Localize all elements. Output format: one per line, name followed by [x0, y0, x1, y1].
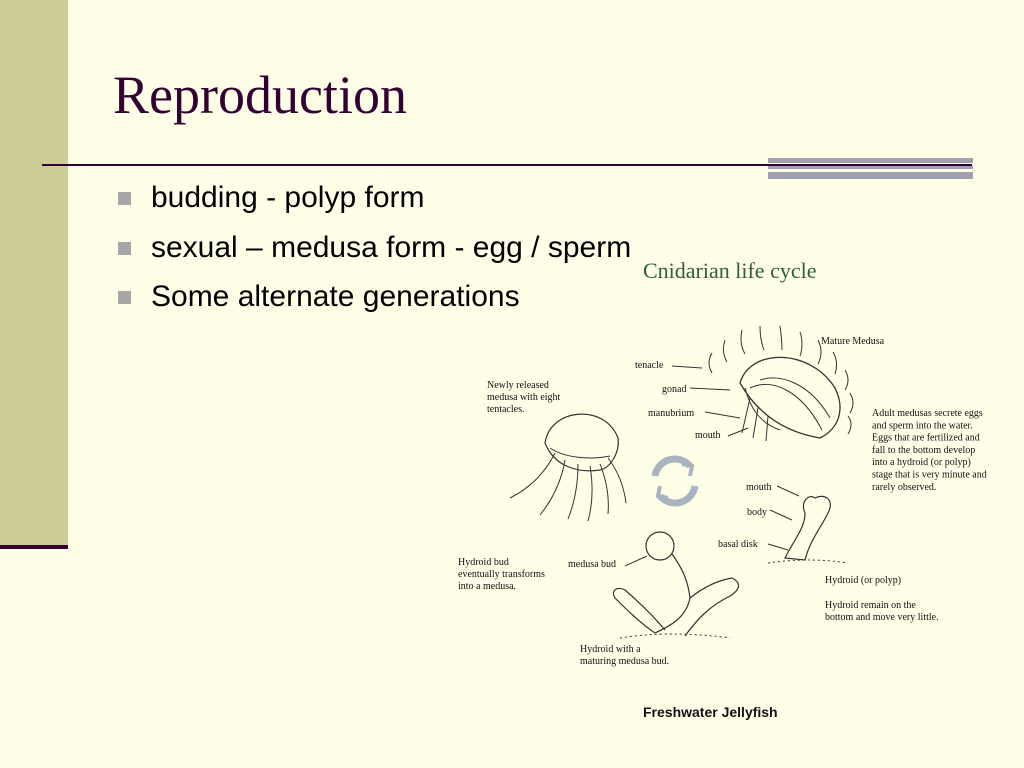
side-band	[0, 0, 68, 545]
bullet-item: sexual – medusa form - egg / sperm	[118, 226, 631, 276]
title-rule-accent	[768, 158, 973, 179]
bullet-text: budding - polyp form	[151, 181, 425, 214]
diagram-title: Cnidarian life cycle	[643, 258, 817, 283]
label-mature-medusa: Mature Medusa	[821, 336, 885, 347]
hydroid-polyp-illustration	[767, 495, 849, 564]
title-rule	[42, 164, 972, 166]
diagram-credit: Freshwater Jellyfish	[643, 704, 778, 720]
label-manubrium: manubrium	[648, 408, 694, 419]
note-newly-released: Newly released medusa with eight tentacl…	[487, 380, 563, 415]
label-medusa-bud: medusa bud	[568, 559, 616, 570]
newly-released-medusa-illustration	[509, 413, 627, 522]
label-hydroid: Hydroid (or polyp)	[825, 575, 901, 586]
side-band-rule	[0, 545, 68, 549]
bullet-text: sexual – medusa form - egg / sperm	[151, 230, 632, 264]
label-basal-disk: basal disk	[718, 539, 758, 550]
label-tenacle: tenacle	[635, 360, 664, 371]
slide-title: Reproduction	[113, 65, 407, 125]
label-mouth-polyp: mouth	[746, 482, 772, 493]
note-hydroid-remain: Hydroid remain on the bottom and move ve…	[825, 600, 939, 623]
label-gonad: gonad	[662, 384, 686, 395]
bullet-item: Some alternate generations	[118, 275, 631, 325]
hydroid-with-bud-illustration	[612, 531, 740, 639]
mature-medusa-illustration	[708, 325, 854, 442]
label-mouth-medusa: mouth	[695, 430, 721, 441]
bullet-marker-icon	[118, 291, 131, 304]
bullet-list: budding - polyp form sexual – medusa for…	[118, 176, 631, 325]
bullet-text: Some alternate generations	[151, 280, 520, 313]
bullet-marker-icon	[118, 241, 131, 255]
life-cycle-diagram: Mature Medusa tenacle gonad manubrium mo…	[458, 325, 989, 667]
note-hydroid-bud: Hydroid bud eventually transforms into a…	[458, 557, 547, 592]
note-hydroid-with-bud: Hydroid with a maturing medusa bud.	[580, 644, 669, 667]
note-adult-medusas: Adult medusas secrete eggs and sperm int…	[872, 408, 989, 493]
label-body: body	[747, 507, 767, 518]
bullet-marker-icon	[118, 192, 131, 205]
cycle-arrows-icon	[651, 455, 699, 507]
bullet-item: budding - polyp form	[118, 176, 631, 226]
